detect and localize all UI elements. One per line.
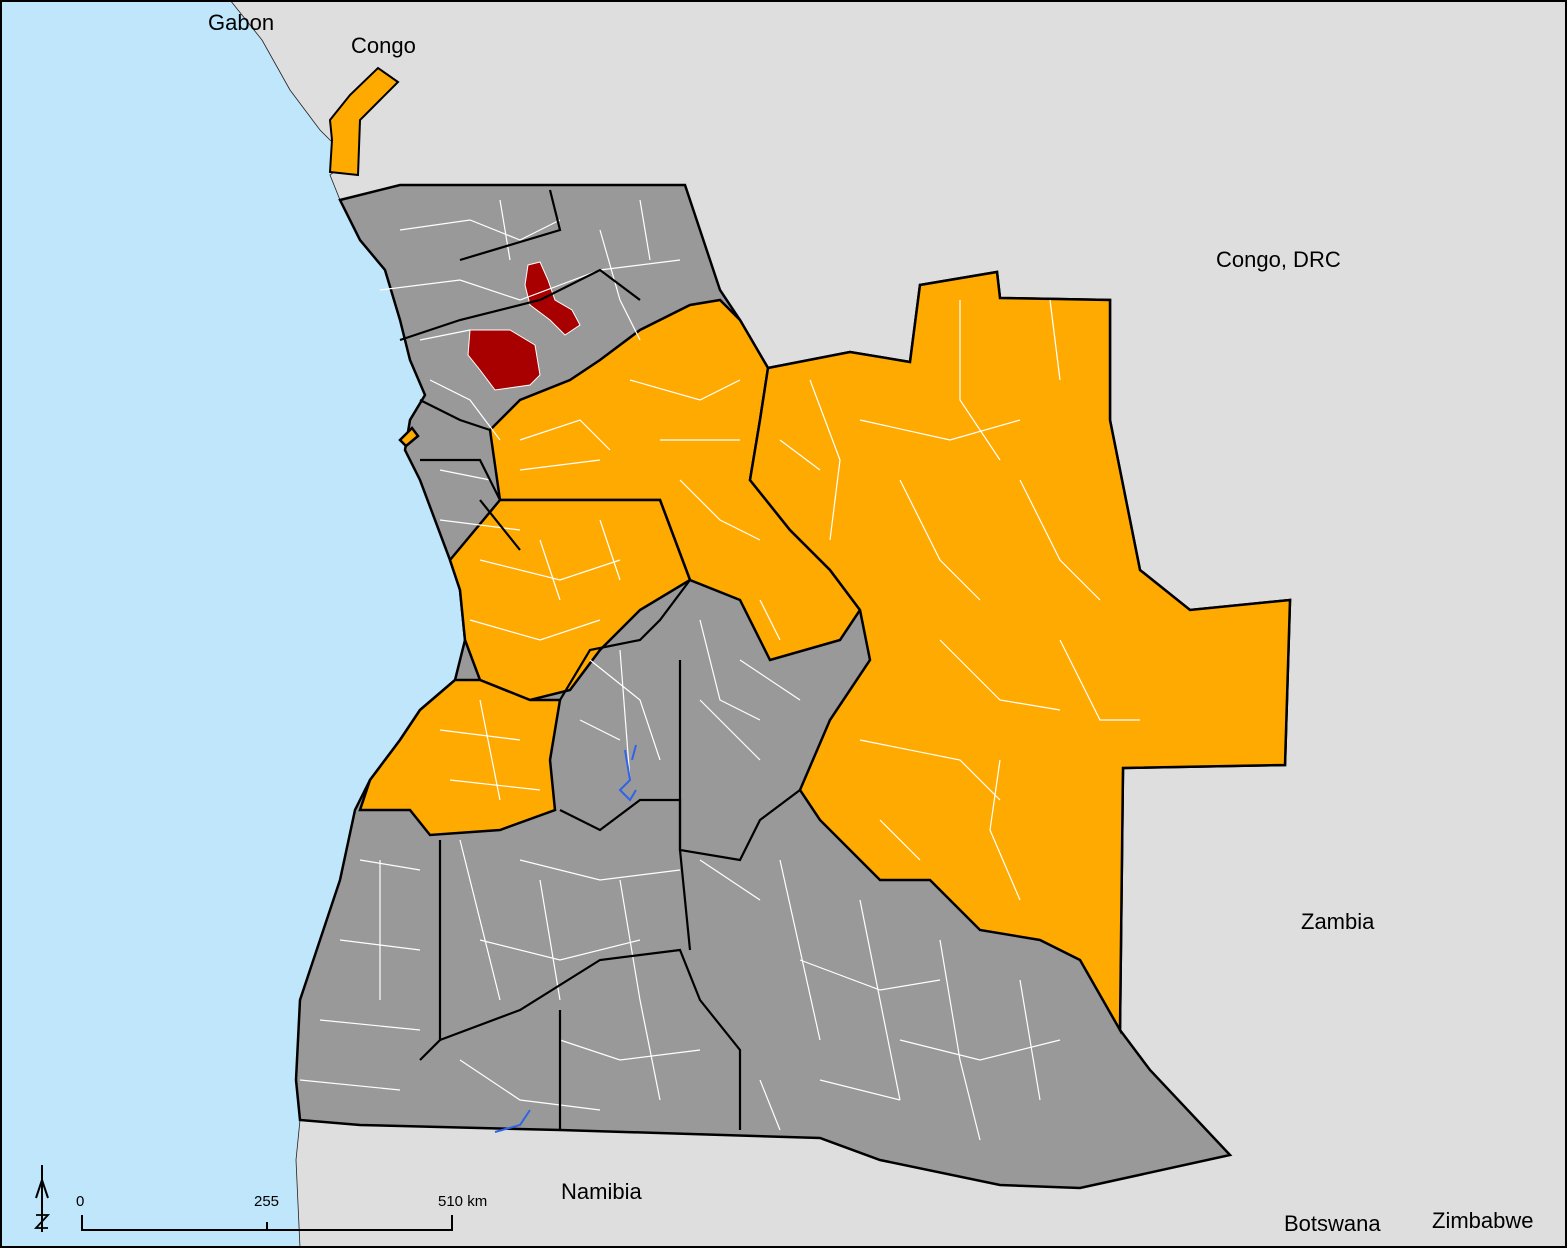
province-coastal-patch [398, 426, 420, 448]
label-congo-drc: Congo, DRC [1216, 247, 1341, 272]
critical-areas [467, 261, 581, 391]
label-namibia: Namibia [561, 1179, 642, 1204]
river-south [494, 1109, 531, 1133]
water-bodies [494, 744, 637, 1133]
lake-1 [618, 749, 637, 802]
label-botswana: Botswana [1284, 1211, 1381, 1236]
cabinda-region [328, 66, 400, 177]
label-gabon: Gabon [208, 10, 274, 35]
label-zambia: Zambia [1301, 909, 1375, 934]
scale-tick-0: 0 [76, 1193, 84, 1210]
province-borders [399, 189, 801, 1130]
province-south-west [358, 678, 562, 837]
north-arrow-icon [33, 1165, 51, 1232]
admin-borders [299, 199, 1140, 1141]
scale-bar: 0 255 510 km [76, 1193, 487, 1231]
scale-tick-510: 510 km [438, 1193, 487, 1210]
label-congo: Congo [351, 33, 416, 58]
province-east [748, 270, 1292, 1035]
province-west-central [448, 498, 692, 702]
label-zimbabwe: Zimbabwe [1432, 1208, 1533, 1233]
critical-area-2 [524, 261, 581, 336]
highlighted-provinces [358, 270, 1292, 1035]
scale-tick-255: 255 [254, 1193, 279, 1210]
lake-2 [631, 744, 637, 761]
critical-area-1 [467, 329, 541, 391]
